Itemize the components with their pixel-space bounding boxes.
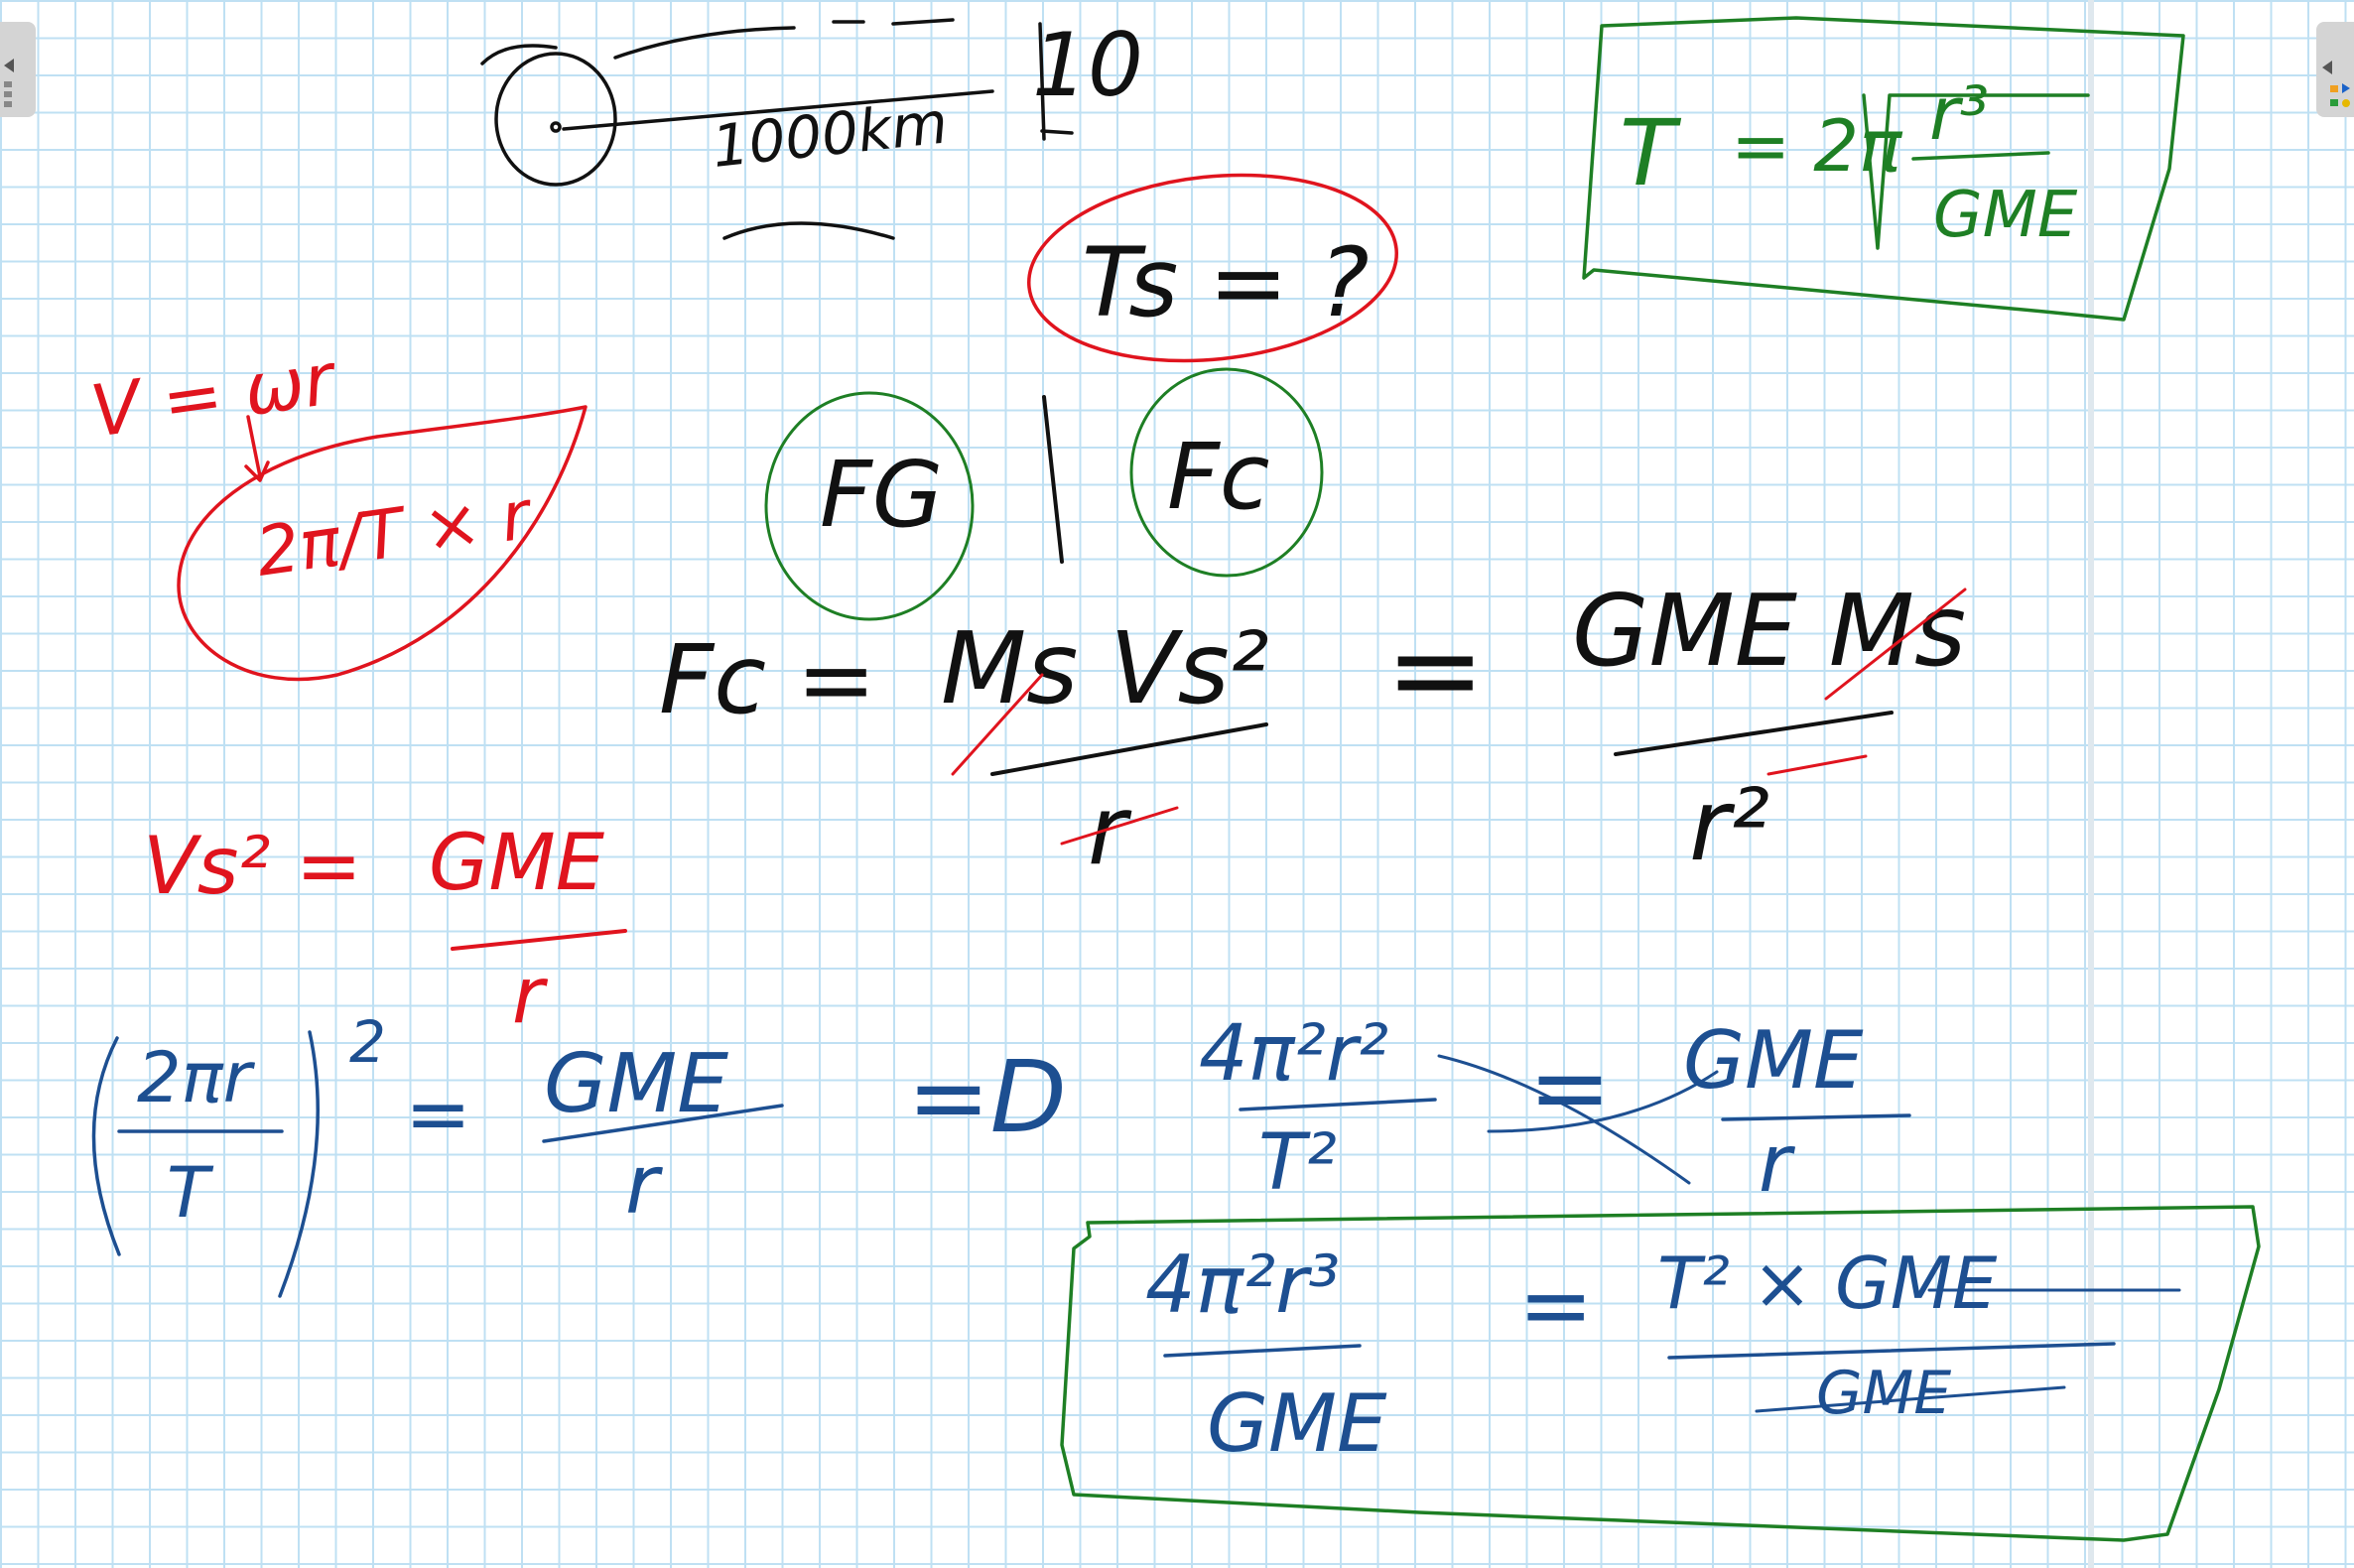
four-pi-bar — [1239, 1098, 1437, 1111]
result-equals: = — [1518, 1253, 1593, 1358]
blue-gme-bar — [542, 1104, 784, 1143]
final-mid: = 2π — [1731, 104, 1903, 188]
distance-value-box — [1038, 22, 1074, 141]
gravity-den: r² — [1689, 767, 1769, 883]
equals-sign: = — [1385, 601, 1486, 739]
paren-den: T — [167, 1152, 214, 1234]
velocity-arrow — [244, 415, 270, 482]
result-num: 4π²r³ — [1145, 1239, 1340, 1331]
final-den: GME — [1933, 179, 2078, 252]
paren-num: 2πr — [137, 1037, 256, 1118]
blue-gme-num: GME — [544, 1037, 728, 1131]
ts-question-circle — [1027, 173, 1398, 363]
ts-question-text: Ts = ? — [1082, 227, 1370, 338]
satellite-sketch — [480, 18, 994, 240]
fg-text: FG — [820, 442, 943, 548]
distance-value-label: 10 — [1032, 14, 1143, 116]
right-gme-bar — [1721, 1113, 1911, 1121]
page-margin-line — [2088, 0, 2094, 1568]
collapse-left-icon — [4, 59, 14, 107]
gravity-num: GME Ms — [1572, 573, 1966, 689]
fc-text: Fc — [1167, 424, 1270, 530]
right-panel-handle[interactable] — [2316, 22, 2354, 117]
result-den: GME — [1207, 1377, 1387, 1470]
vs-squared-lhs: Vs² = — [143, 820, 362, 912]
result-box — [1060, 1205, 2261, 1542]
r-squared-cancel — [1766, 754, 1868, 776]
fg-circle — [764, 391, 975, 621]
result-rhs-den-strike — [1755, 1385, 2066, 1413]
velocity-expansion-blob — [177, 405, 588, 682]
final-lhs: T — [1620, 100, 1682, 206]
ms-cancel-mark — [951, 673, 1179, 846]
fc-fraction-bar — [990, 722, 1268, 776]
velocity-equation: V = ωr — [86, 336, 343, 454]
gravity-ms-cancel — [1824, 588, 1967, 701]
cross-multiply-mark — [1437, 1054, 1719, 1185]
fc-equation-lhs: Fc = — [659, 624, 876, 735]
gravity-fraction-bar — [1614, 711, 1894, 756]
collapse-right-icon — [2322, 61, 2350, 107]
result-bar — [1163, 1344, 1362, 1358]
distance-label: 1000km — [709, 88, 951, 180]
fc-equation-num: Ms Vs² — [941, 610, 1269, 726]
sqrt-sign — [1862, 93, 2090, 250]
final-num: r³ — [1929, 71, 1989, 157]
four-pi-num: 4π²r² — [1199, 1009, 1388, 1099]
paren-power: 2 — [349, 1008, 386, 1076]
right-paren — [278, 1030, 320, 1298]
right-gme-num: GME — [1683, 1014, 1864, 1107]
final-bar — [1911, 151, 2050, 161]
left-paren — [91, 1036, 121, 1256]
fg-fc-divider — [1042, 395, 1064, 564]
result-rhs-den: GME — [1816, 1359, 1951, 1428]
right-gme-den: r — [1759, 1117, 1796, 1210]
fc-circle — [1129, 367, 1324, 578]
fc-equation-den: r — [1088, 775, 1132, 886]
four-pi-den: T² — [1258, 1118, 1337, 1208]
gme-over-r-bar — [451, 929, 627, 951]
gme-over-r-den: r — [512, 952, 549, 1041]
result-rhs: T² × GME — [1657, 1241, 1998, 1325]
blue-gme-den: r — [625, 1138, 663, 1233]
final-formula-box — [1582, 16, 2185, 322]
left-panel-handle[interactable] — [0, 22, 36, 117]
result-rhs-bar — [1667, 1342, 2116, 1360]
implies-arrow: =D — [907, 1039, 1067, 1155]
gme-over-r-num: GME — [429, 819, 605, 908]
paren-equals: = — [405, 1068, 471, 1160]
